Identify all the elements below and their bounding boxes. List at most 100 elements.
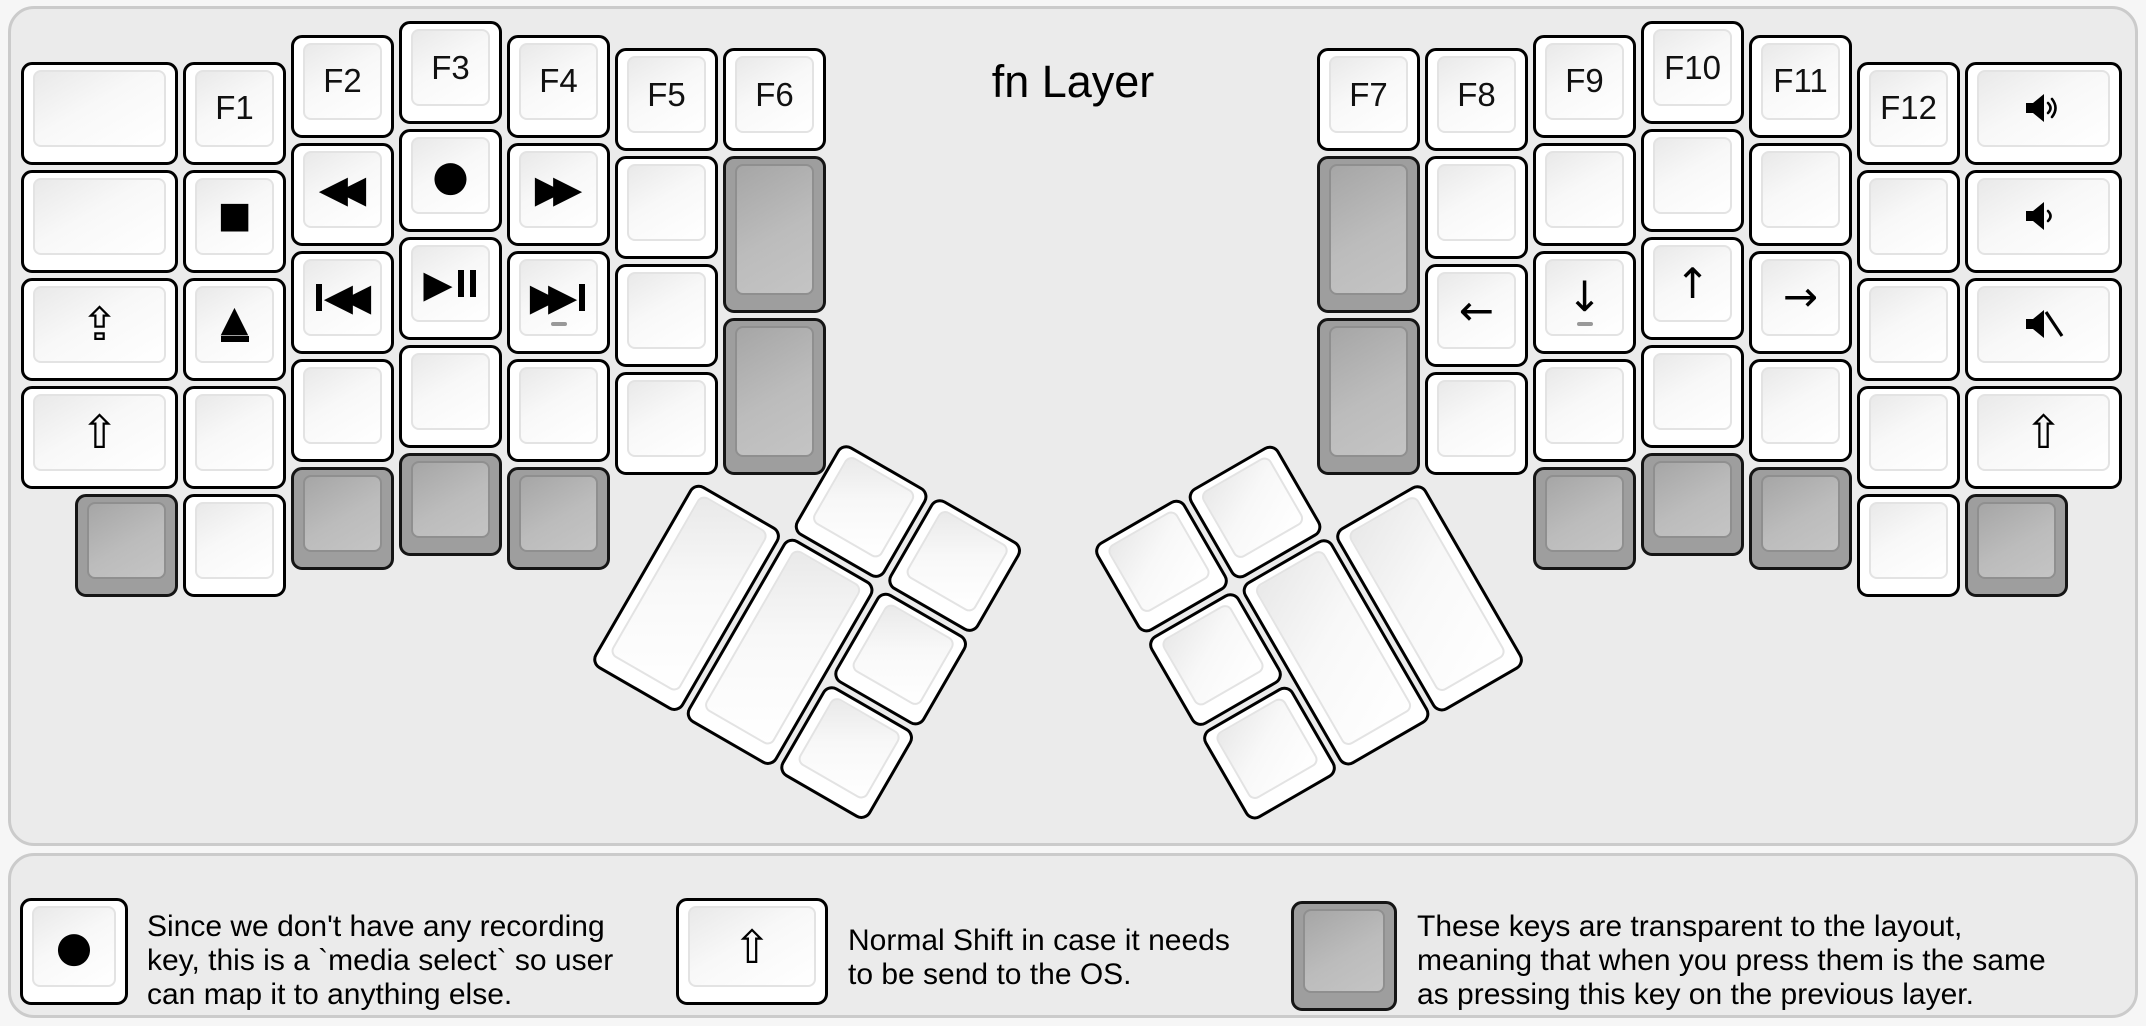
key-caps-shift[interactable]: ⇪: [21, 277, 178, 381]
key-transparent[interactable]: [723, 156, 826, 313]
key-f9[interactable]: F9: [1533, 34, 1636, 138]
key-mute[interactable]: [1965, 277, 2122, 381]
key-blank[interactable]: [1641, 129, 1744, 232]
keycap-top: [1761, 366, 1840, 444]
key-transparent[interactable]: [1641, 453, 1744, 556]
keycap-top: F5: [627, 56, 706, 133]
keycap-top: [1869, 177, 1948, 255]
key-rewind[interactable]: ◀◀: [291, 142, 394, 246]
key-blank[interactable]: [1749, 358, 1852, 462]
keycap-top: [1869, 501, 1948, 579]
key-shift: ⇧: [676, 898, 828, 1005]
key-blank[interactable]: [1641, 345, 1744, 448]
key-blank[interactable]: [1857, 493, 1960, 597]
next-track-icon: ▶▶: [530, 278, 587, 316]
shift-icon: ⇧: [80, 405, 119, 459]
key-prev-track[interactable]: ◀◀: [291, 250, 394, 354]
keycap-top: ▶: [411, 245, 490, 322]
key-transparent[interactable]: [1317, 318, 1420, 475]
key-blank[interactable]: [1425, 372, 1528, 475]
key-transparent[interactable]: [507, 466, 610, 570]
key-transparent[interactable]: [1965, 493, 2068, 597]
key-transparent[interactable]: [723, 318, 826, 475]
key-blank[interactable]: [1857, 277, 1960, 381]
key-blank[interactable]: [1749, 142, 1852, 246]
keycap-top: ⇧: [688, 906, 816, 987]
keycap-top: [1653, 461, 1732, 538]
key-blank[interactable]: [21, 169, 178, 273]
keycap-top: [1761, 474, 1840, 552]
key-f4[interactable]: F4: [507, 34, 610, 138]
right-arrow-icon: →: [1782, 272, 1819, 321]
key-f5[interactable]: F5: [615, 48, 718, 151]
key-f11[interactable]: F11: [1749, 34, 1852, 138]
key-label: F7: [1349, 75, 1388, 113]
keycap-top: [1437, 164, 1516, 241]
key-right-arrow[interactable]: →: [1749, 250, 1852, 354]
keycap-top: [1545, 150, 1624, 228]
key-left-arrow[interactable]: ←: [1425, 264, 1528, 367]
keycap-top: [519, 474, 598, 552]
page-title: fn Layer: [991, 56, 1155, 107]
key-volume-up[interactable]: [1965, 61, 2122, 165]
key-play-pause[interactable]: ▶: [399, 237, 502, 340]
key-blank[interactable]: [615, 264, 718, 367]
key-shift[interactable]: ⇧: [1965, 385, 2122, 489]
keycap-top: [1977, 177, 2110, 255]
key-transparent[interactable]: [75, 493, 178, 597]
key-f3[interactable]: F3: [399, 21, 502, 124]
key-blank[interactable]: [1533, 142, 1636, 246]
key-f2[interactable]: F2: [291, 34, 394, 138]
key-f8[interactable]: F8: [1425, 48, 1528, 151]
keycap-top: ▶▶: [519, 150, 598, 228]
key-blank[interactable]: [183, 385, 286, 489]
volume-down-icon: [2025, 202, 2052, 230]
key-transparent[interactable]: [399, 453, 502, 556]
key-blank[interactable]: [291, 358, 394, 462]
keycap-top: [303, 474, 382, 552]
keycap-top: [1977, 69, 2110, 147]
keycap-top: F8: [1437, 56, 1516, 133]
key-blank[interactable]: [1857, 385, 1960, 489]
key-f6[interactable]: F6: [723, 48, 826, 151]
key-down-arrow[interactable]: ↓: [1533, 250, 1636, 354]
legend-panel: [8, 853, 2138, 1018]
key-blank[interactable]: [507, 358, 610, 462]
keycap-top: [1329, 164, 1408, 295]
key-f1[interactable]: F1: [183, 61, 286, 165]
key-f10[interactable]: F10: [1641, 21, 1744, 124]
keycap-top: ⇧: [33, 393, 166, 471]
key-up-arrow[interactable]: ↑: [1641, 237, 1744, 340]
keycap-top: F4: [519, 42, 598, 120]
key-shift[interactable]: ⇧: [21, 385, 178, 489]
key-transparent[interactable]: [1749, 466, 1852, 570]
keycap-top: [1437, 380, 1516, 457]
key-blank[interactable]: [1857, 169, 1960, 273]
keycap-top: ⇧: [1977, 393, 2110, 471]
key-blank[interactable]: [615, 156, 718, 259]
key-transparent[interactable]: [1317, 156, 1420, 313]
key-blank[interactable]: [399, 345, 502, 448]
play-pause-icon: ▶: [423, 265, 477, 303]
key-transparent[interactable]: [291, 466, 394, 570]
keycap-top: [1977, 285, 2110, 363]
key-stop[interactable]: ■: [183, 169, 286, 273]
key-blank[interactable]: [1533, 358, 1636, 462]
key-eject[interactable]: ▲: [183, 277, 286, 381]
keycap-top: [735, 326, 814, 457]
key-blank[interactable]: [183, 493, 286, 597]
key-volume-down[interactable]: [1965, 169, 2122, 273]
key-record[interactable]: ●: [399, 129, 502, 232]
key-next-track[interactable]: ▶▶: [507, 250, 610, 354]
key-blank[interactable]: [615, 372, 718, 475]
keycap-top: ↑: [1653, 245, 1732, 322]
key-blank[interactable]: [1425, 156, 1528, 259]
key-f12[interactable]: F12: [1857, 61, 1960, 165]
key-transparent[interactable]: [1533, 466, 1636, 570]
key-f7[interactable]: F7: [1317, 48, 1420, 151]
key-label: F12: [1880, 89, 1937, 126]
key-blank[interactable]: [21, 61, 178, 165]
keycap-top: F2: [303, 42, 382, 120]
key-fast-forward[interactable]: ▶▶: [507, 142, 610, 246]
key-record: ●: [20, 898, 128, 1005]
